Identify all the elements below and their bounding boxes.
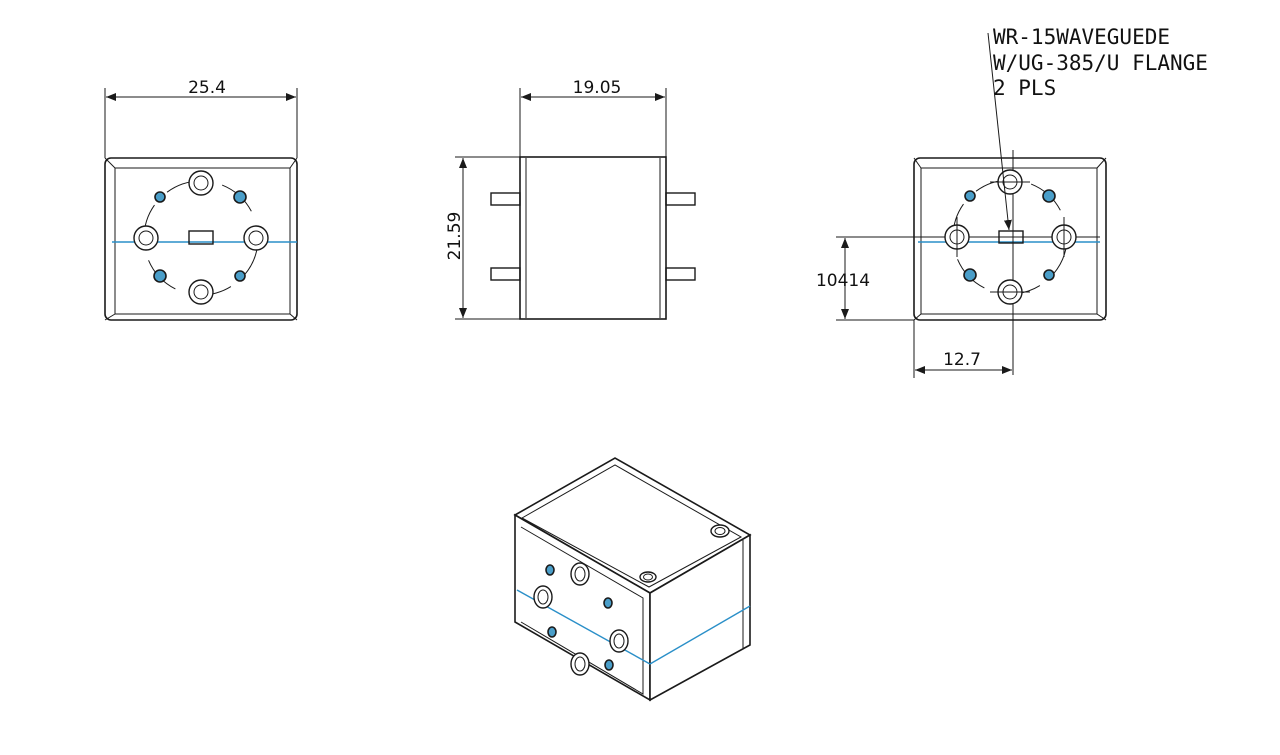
note-line-1: WR-15WAVEGUEDE — [993, 25, 1170, 49]
iso-hole — [570, 652, 590, 676]
front-pin-hole — [233, 190, 247, 204]
flange-pin-hole — [964, 190, 976, 202]
side-view: 19.05 21.59 — [445, 78, 696, 320]
front-view-body — [104, 157, 298, 321]
iso-centerline-right — [649, 605, 751, 665]
note-leader — [987, 32, 1012, 231]
front-pin-hole — [154, 191, 166, 203]
flange-pin-hole — [1042, 189, 1056, 203]
side-pin — [490, 267, 521, 281]
side-pin — [665, 267, 696, 281]
dim-side-height: 21.59 — [445, 212, 465, 261]
iso-hole — [533, 585, 553, 609]
note-line-3: 2 PLS — [993, 76, 1056, 100]
front-hole-left — [133, 225, 159, 251]
dim-side-depth: 19.05 — [573, 78, 622, 98]
front-waveguide-aperture — [188, 230, 214, 245]
side-pin — [665, 192, 696, 206]
front-hole-right — [243, 225, 269, 251]
dim-center-offset: 12.7 — [943, 350, 981, 370]
flange-pin-hole — [963, 268, 977, 282]
iso-pin-hole — [603, 597, 613, 609]
front-hole-bottom — [188, 279, 214, 305]
dim-front-width: 25.4 — [188, 78, 226, 98]
front-hole-top — [188, 170, 214, 196]
iso-pin-hole — [604, 659, 614, 671]
front-pin-hole — [234, 270, 246, 282]
iso-pin-hole — [545, 564, 555, 576]
iso-right-face — [649, 533, 751, 702]
iso-hole — [570, 562, 590, 586]
flange-waveguide-aperture — [998, 230, 1024, 244]
side-pin — [490, 192, 521, 206]
callout-note: WR-15WAVEGUEDE W/UG-385/U FLANGE 2 PLS — [993, 25, 1208, 100]
side-view-body — [519, 156, 667, 320]
iso-hole — [609, 629, 629, 653]
front-view: 25.4 — [104, 78, 298, 321]
dim-center-height: 10414 — [816, 271, 870, 291]
flange-view-body — [913, 157, 1107, 321]
flange-view: 10414 12.7 — [816, 32, 1107, 378]
note-line-2: W/UG-385/U FLANGE — [993, 51, 1208, 75]
isometric-view — [513, 457, 752, 702]
flange-pin-hole — [1043, 269, 1055, 281]
iso-pin-hole — [547, 626, 557, 638]
front-pin-hole — [153, 269, 167, 283]
